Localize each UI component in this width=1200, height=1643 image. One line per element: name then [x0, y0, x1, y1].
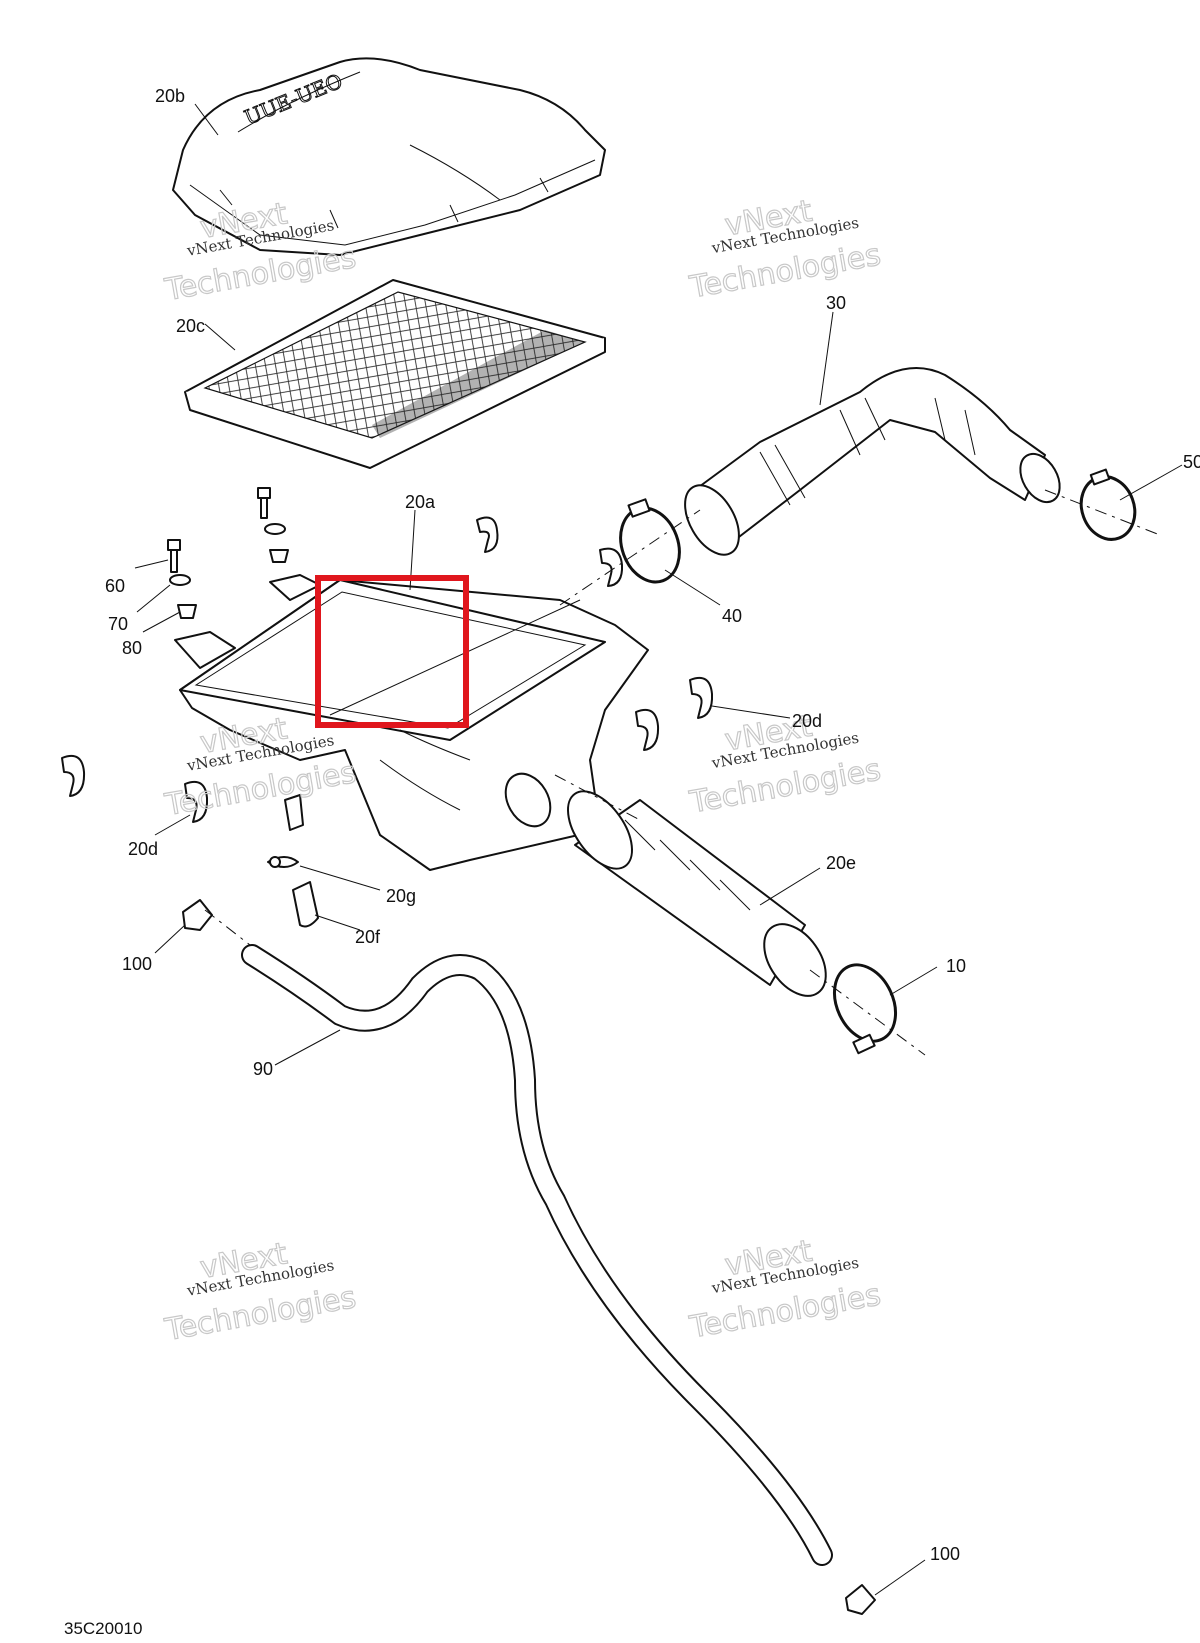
- drain-cap-20f[interactable]: [292, 881, 319, 928]
- callout-20b[interactable]: 20b: [155, 86, 185, 106]
- bolt-60[interactable]: [167, 539, 181, 573]
- watermark-block-tr: vNext vNext Technologies Technologies: [686, 193, 884, 306]
- bolt-upper[interactable]: [257, 487, 289, 563]
- callout-20e[interactable]: 20e: [826, 853, 856, 873]
- outlet-boot-20e[interactable]: [555, 780, 838, 1007]
- callout-20d-right[interactable]: 20d: [792, 711, 822, 731]
- clip-upper[interactable]: [476, 516, 499, 553]
- washer-70[interactable]: [169, 574, 191, 586]
- watermark-block-br: vNext vNext Technologies Technologies: [686, 1233, 884, 1346]
- hose-clamp-40[interactable]: [611, 498, 690, 590]
- callout-20f[interactable]: 20f: [355, 927, 381, 947]
- callout-20d-left[interactable]: 20d: [128, 839, 158, 859]
- watermark-block-mr: vNext vNext Technologies Technologies: [686, 708, 884, 821]
- callout-30[interactable]: 30: [826, 293, 846, 313]
- intake-duct-30[interactable]: [674, 367, 1068, 564]
- clip-20d-right-a[interactable]: [689, 676, 714, 719]
- assembly-axes: [204, 489, 1161, 1056]
- callout-10[interactable]: 10: [946, 956, 966, 976]
- callout-80[interactable]: 80: [122, 638, 142, 658]
- hose-clamp-100-bottom[interactable]: [845, 1584, 876, 1615]
- airbox-cover-20b[interactable]: UUE-UEO: [172, 57, 606, 256]
- callout-90[interactable]: 90: [253, 1059, 273, 1079]
- figure-code: 35C20010: [64, 1619, 142, 1638]
- clip-20d-left-b[interactable]: [184, 780, 209, 823]
- callout-100-bottom[interactable]: 100: [930, 1544, 960, 1564]
- clip-mid[interactable]: [599, 547, 624, 587]
- clip-20d-left-a[interactable]: [61, 754, 86, 797]
- hose-clamp-50[interactable]: [1073, 468, 1144, 547]
- callout-50[interactable]: 50: [1183, 452, 1200, 472]
- grommet-80[interactable]: [177, 604, 197, 619]
- clip-20d-right-b[interactable]: [635, 708, 660, 751]
- callout-20g[interactable]: 20g: [386, 886, 416, 906]
- air-filter-20c[interactable]: [184, 279, 606, 469]
- callout-100-top[interactable]: 100: [122, 954, 152, 974]
- hose-clamp-10[interactable]: [823, 955, 908, 1055]
- drain-hose-90[interactable]: [241, 944, 833, 1566]
- callout-20c[interactable]: 20c: [176, 316, 205, 336]
- callout-20a[interactable]: 20a: [405, 492, 436, 512]
- callout-60[interactable]: 60: [105, 576, 125, 596]
- hose-clamp-100-top[interactable]: [182, 899, 213, 931]
- hose-clip-20g[interactable]: [267, 856, 299, 868]
- leader-lines: [134, 103, 1183, 1596]
- callout-40[interactable]: 40: [722, 606, 742, 626]
- highlight-box: [315, 575, 469, 728]
- callout-70[interactable]: 70: [108, 614, 128, 634]
- watermark-block-bl: vNext vNext Technologies Technologies: [161, 1236, 359, 1349]
